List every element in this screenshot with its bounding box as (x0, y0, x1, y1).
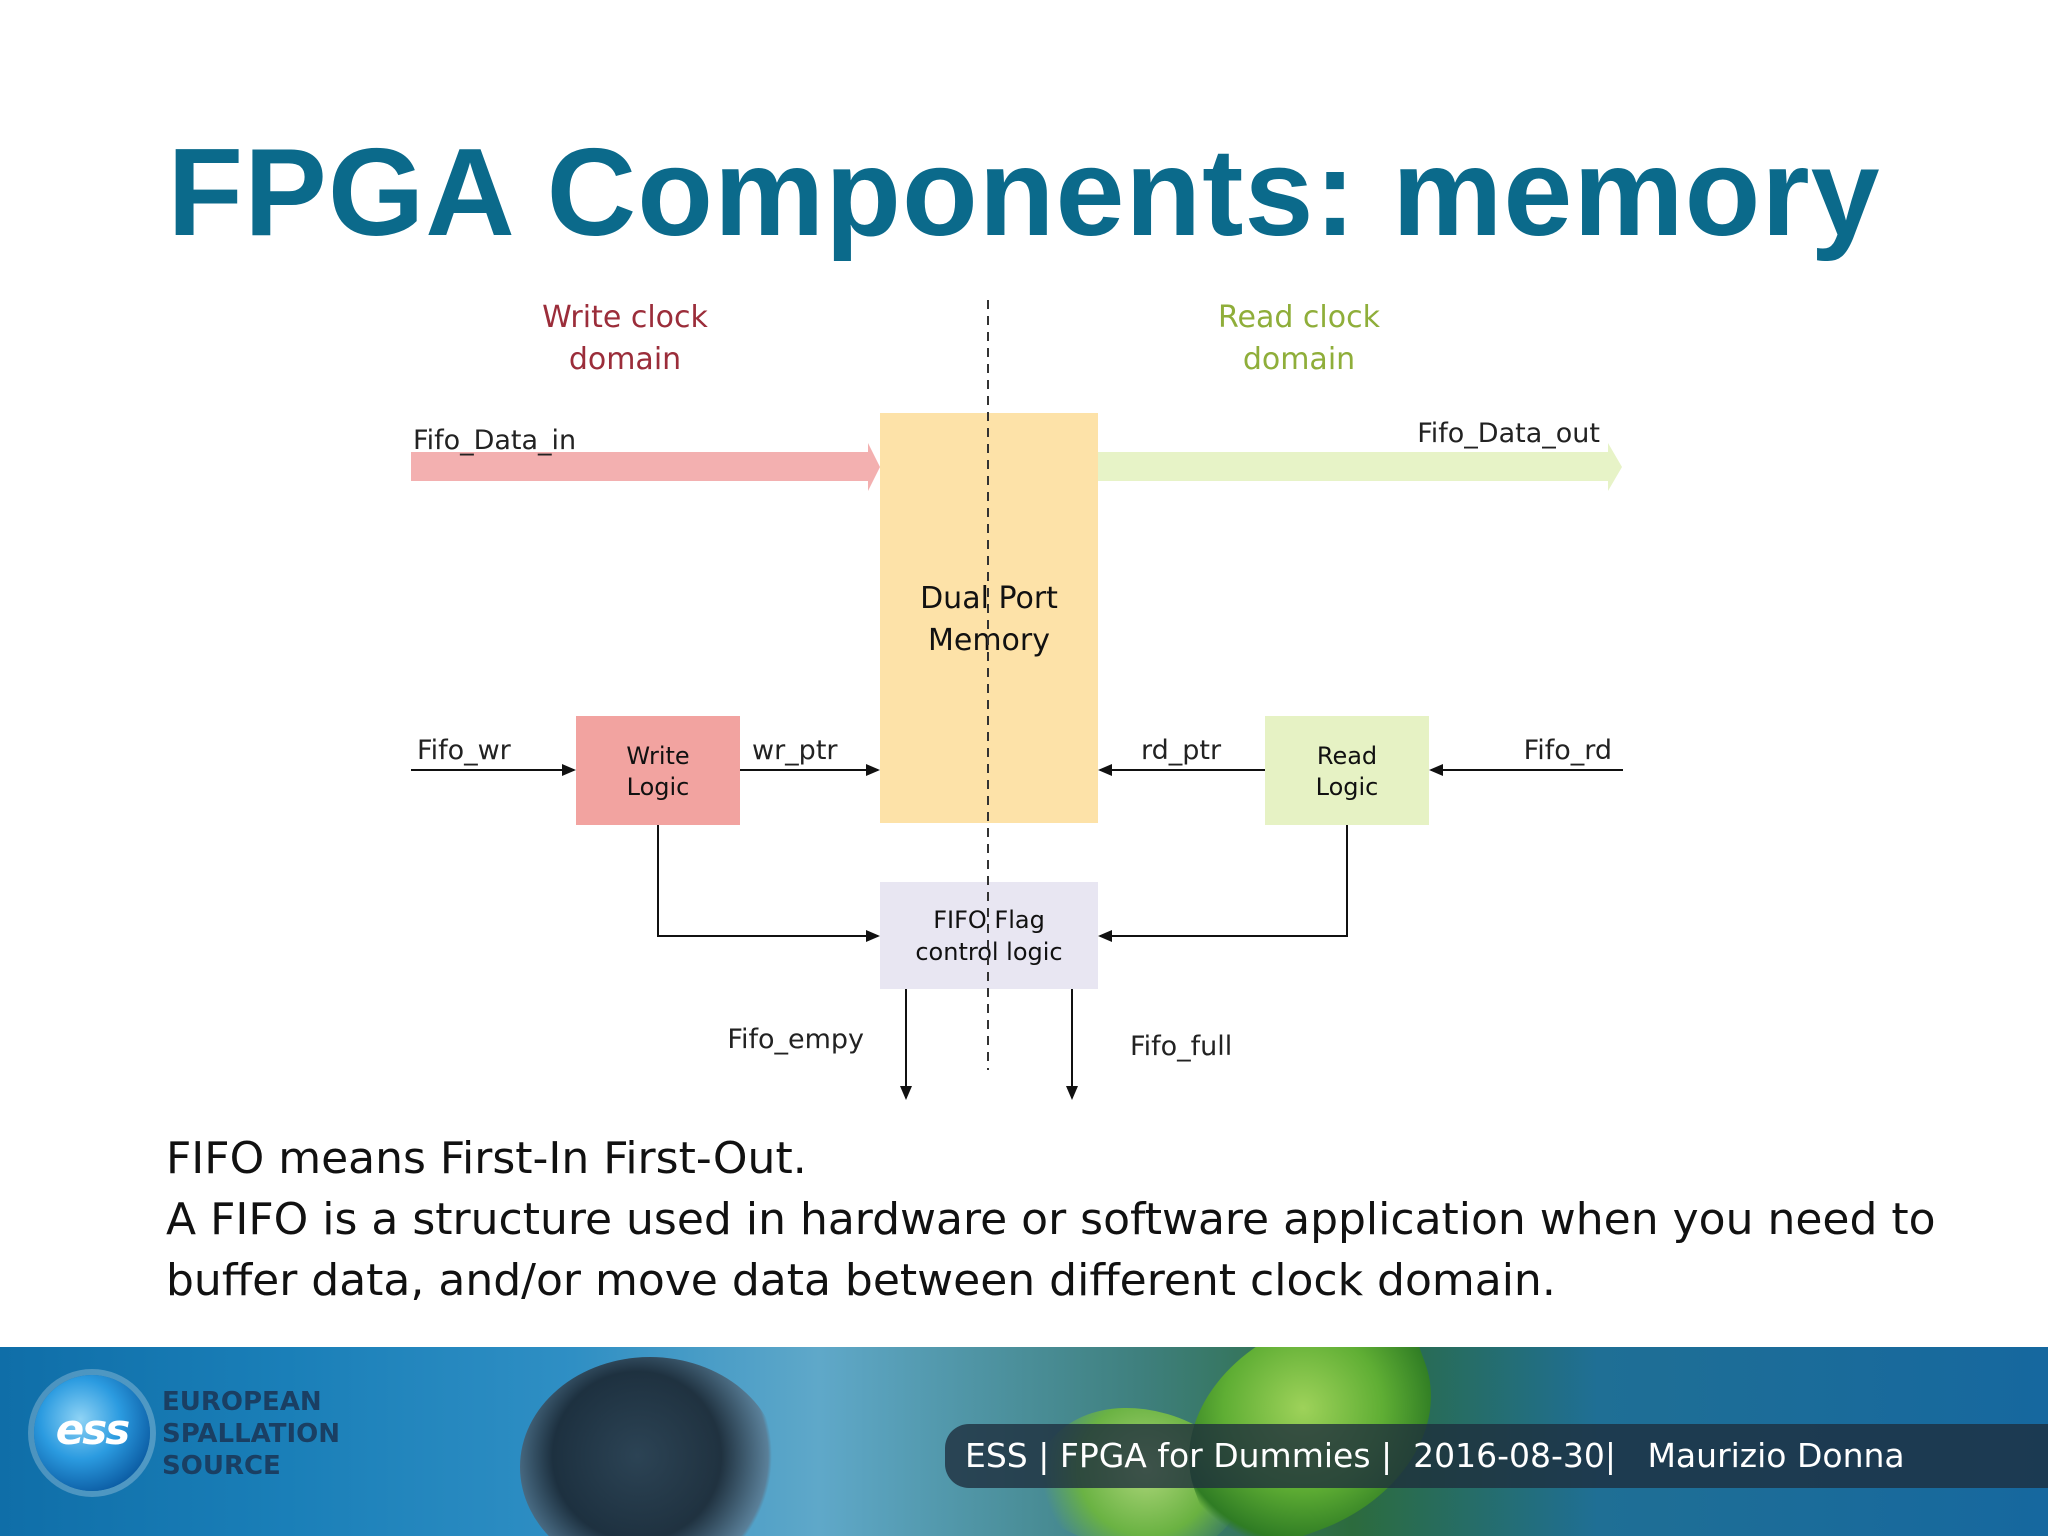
fifo-empy-label: Fifo_empy (727, 1024, 864, 1055)
body-text: FIFO means First-In First-Out. A FIFO is… (166, 1128, 1966, 1311)
fifo-full-label: Fifo_full (1130, 1031, 1232, 1062)
ess-logo-text: ess (55, 1405, 130, 1454)
write-domain-label-line1: Write clock (542, 300, 708, 335)
organization-name-line: SOURCE (162, 1451, 281, 1481)
read-domain-label-line2: domain (1243, 342, 1355, 377)
body-line: FIFO means First-In First-Out. (166, 1133, 807, 1184)
ess-logo-icon: ess (34, 1375, 150, 1491)
organization-name-line: EUROPEAN (162, 1387, 322, 1417)
fifo-data-out-label: Fifo_Data_out (1417, 418, 1600, 449)
slide-title: FPGA Components: memory (167, 124, 1881, 262)
write-logic-label-line2: Logic (627, 773, 690, 801)
organization-name: EUROPEAN SPALLATION SOURCE (162, 1386, 340, 1482)
write-to-flag-connector (657, 825, 880, 942)
fifo-rd-label: Fifo_rd (1524, 735, 1612, 766)
fifo-wr-label: Fifo_wr (417, 735, 512, 766)
data-in-arrow (411, 443, 880, 491)
write-logic-block (576, 716, 740, 825)
body-line: buffer data, and/or move data between di… (166, 1255, 1556, 1306)
write-logic-label-line1: Write (626, 742, 689, 770)
wr-ptr-label: wr_ptr (752, 735, 838, 766)
read-logic-label-line1: Read (1317, 742, 1377, 770)
footer-text: ESS | FPGA for Dummies | 2016-08-30| Mau… (965, 1436, 1905, 1475)
read-logic-label-line2: Logic (1316, 773, 1379, 801)
body-line: A FIFO is a structure used in hardware o… (166, 1194, 1936, 1245)
microscope-lens-image (520, 1357, 780, 1536)
rd-ptr-label: rd_ptr (1141, 735, 1222, 766)
write-domain-label-line2: domain (569, 342, 681, 377)
footer-banner: ESS | FPGA for Dummies | 2016-08-30| Mau… (0, 1347, 2048, 1536)
footer-info-bar (945, 1424, 2048, 1488)
read-domain-label-line1: Read clock (1218, 300, 1381, 335)
dual-port-memory-block (880, 413, 1098, 823)
fifo-data-in-label: Fifo_Data_in (413, 425, 576, 456)
data-out-arrow (1098, 443, 1622, 491)
memory-label-line1: Dual Port (920, 581, 1058, 616)
organization-name-line: SPALLATION (162, 1419, 341, 1449)
read-logic-block (1265, 716, 1429, 825)
read-to-flag-connector (1098, 825, 1348, 942)
